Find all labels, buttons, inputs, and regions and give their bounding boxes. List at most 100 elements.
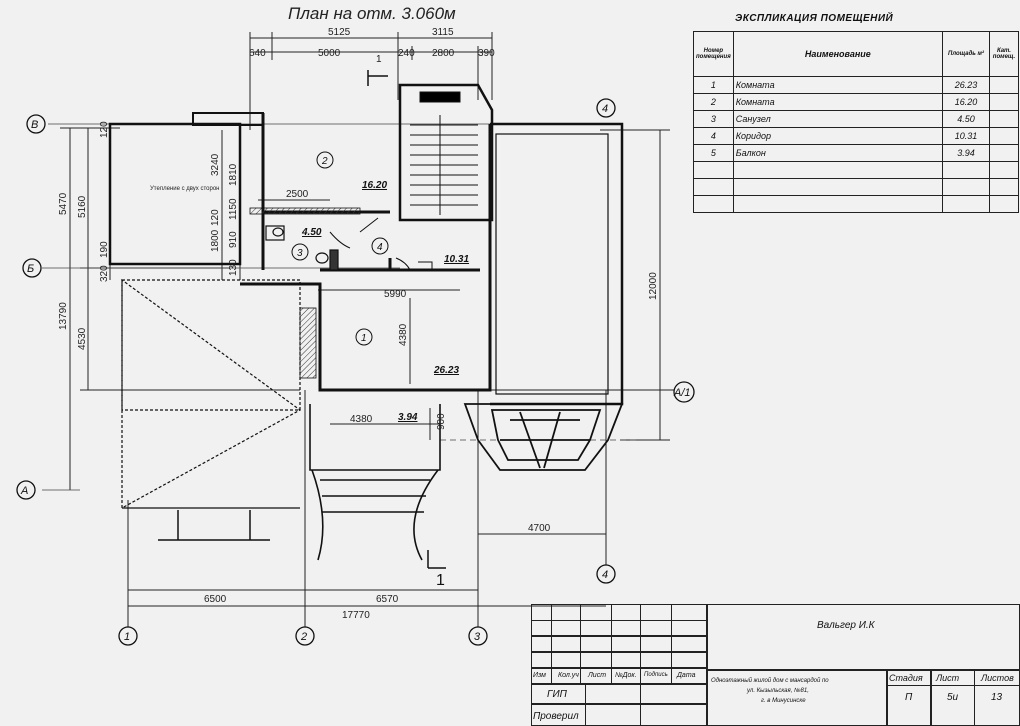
axis-bubble-3	[468, 626, 488, 646]
axis-bubble-1	[118, 626, 138, 646]
plan-title: План на отм. 3.060м	[288, 4, 456, 23]
bay-window	[463, 403, 624, 471]
row-count	[989, 93, 1019, 111]
stamp-sheets-value: 13	[991, 692, 1003, 703]
axis-bubble-A	[16, 480, 36, 500]
axis-label-V: В	[31, 119, 38, 131]
dim-190: 190	[99, 241, 110, 258]
hatched-wall	[299, 307, 317, 379]
section-mark-label: 1	[436, 572, 445, 589]
stamp-col-doc: №Док.	[615, 672, 637, 679]
row-name: Комната	[732, 93, 944, 111]
axis-label-A1: А/1	[673, 387, 691, 399]
room-number-4: 4	[377, 242, 383, 253]
header-name: Наименование	[732, 31, 944, 77]
row-num: 3	[693, 110, 734, 128]
row-area: 4.50	[942, 110, 990, 128]
axis-grid-lines	[42, 123, 640, 491]
door-swings	[329, 217, 433, 271]
table-row: 3 Санузел 4.50	[693, 110, 1019, 128]
axis-label-A: А	[20, 485, 28, 497]
title-block: Изм Кол.уч Лист №Док. Подпись Дата ГИП П…	[531, 604, 1020, 726]
row-count	[989, 110, 1019, 128]
row-num: 5	[693, 144, 734, 162]
dim-4380-balcony: 4380	[350, 414, 373, 425]
row-area: 10.31	[942, 127, 990, 145]
room-number-1: 1	[361, 333, 367, 344]
stamp-sheets-label: Листов	[981, 673, 1014, 683]
stair-treads	[410, 91, 478, 215]
header-number: Номер помещения	[693, 31, 734, 77]
stamp-col-sign: Подпись	[644, 672, 668, 678]
explication-title: ЭКСПЛИКАЦИЯ ПОМЕЩЕНИЙ	[735, 13, 894, 24]
axis-label-2: 2	[300, 631, 307, 643]
row-count	[989, 144, 1019, 162]
area-room-1: 26.23	[433, 365, 459, 376]
dim-910: 910	[228, 231, 239, 248]
dim-top-5000: 5000	[318, 48, 341, 59]
axis-label-4: 4	[602, 569, 608, 581]
table-row: 5 Балкон 3.94	[693, 144, 1019, 162]
dim-2500: 2500	[286, 189, 309, 200]
room-number-3: 3	[297, 248, 303, 259]
axis-label-B: Б	[27, 263, 34, 275]
stamp-project-2: ул. Кызыльская, №81,	[747, 688, 809, 694]
table-row-empty	[693, 161, 1019, 179]
area-balcony: 3.94	[398, 412, 418, 423]
table-row: 1 Комната 26.23	[693, 76, 1019, 94]
stamp-sheet-value: 5и	[947, 692, 959, 703]
dim-17770: 17770	[342, 610, 370, 621]
room-number-2: 2	[321, 156, 328, 167]
stamp-col-date: Дата	[677, 672, 696, 679]
axis-label-3: 3	[474, 631, 481, 643]
row-num: 1	[693, 76, 734, 94]
stamp-col-izm: Изм	[533, 672, 546, 679]
dim-5470: 5470	[58, 192, 69, 215]
row-name: Комната	[732, 76, 944, 94]
balcony	[309, 404, 441, 561]
dim-4380-room: 4380	[398, 323, 409, 346]
explication-table: Номер помещения Наименование Площадь м² …	[693, 31, 1019, 213]
axis-bubble-B	[22, 258, 42, 278]
dim-3240: 3240	[210, 153, 221, 176]
axis-label-1: 1	[124, 631, 130, 643]
row-name: Коридор	[732, 127, 944, 145]
explication-header-row: Номер помещения Наименование Площадь м² …	[693, 31, 1019, 77]
row-num: 4	[693, 127, 734, 145]
axis-bubbles	[16, 98, 695, 646]
bathroom-fixtures	[265, 225, 339, 271]
table-row: 4 Коридор 10.31	[693, 127, 1019, 145]
dim-top-2800: 2800	[432, 48, 455, 59]
stamp-stage-value: П	[905, 692, 913, 703]
table-row-empty	[693, 178, 1019, 196]
axis-bubble-4-top	[596, 98, 616, 118]
area-room-3: 4.50	[301, 227, 322, 238]
dim-top-5125: 5125	[328, 27, 351, 38]
dim-top-390: 390	[478, 48, 495, 59]
dim-120b: 120	[210, 209, 221, 226]
axis-bubble-4	[596, 564, 616, 584]
section-marks	[158, 70, 446, 569]
dim-5160: 5160	[77, 195, 88, 218]
dim-1800: 1800	[210, 229, 221, 252]
dim-12000: 12000	[648, 272, 659, 300]
stamp-project-1: Одноэтажный жилой дом с мансардой по	[711, 678, 829, 684]
row-area: 16.20	[942, 93, 990, 111]
dim-900: 900	[436, 413, 447, 430]
stamp-role-gip: ГИП	[547, 689, 567, 700]
dim-1150: 1150	[228, 198, 239, 220]
dim-top-640: 640	[249, 48, 266, 59]
axis-label-4-top: 4	[602, 103, 608, 115]
header-count: Кат. помещ.	[989, 31, 1019, 77]
header-area: Площадь м²	[942, 31, 990, 77]
room-bubbles	[291, 151, 389, 346]
stamp-role-check: Проверил	[533, 711, 579, 722]
axis-bubble-V	[26, 114, 46, 134]
insulated-wall	[249, 207, 361, 215]
area-room-2: 16.20	[362, 180, 387, 191]
row-name: Санузел	[732, 110, 944, 128]
dim-13790: 13790	[58, 302, 69, 330]
row-num: 2	[693, 93, 734, 111]
